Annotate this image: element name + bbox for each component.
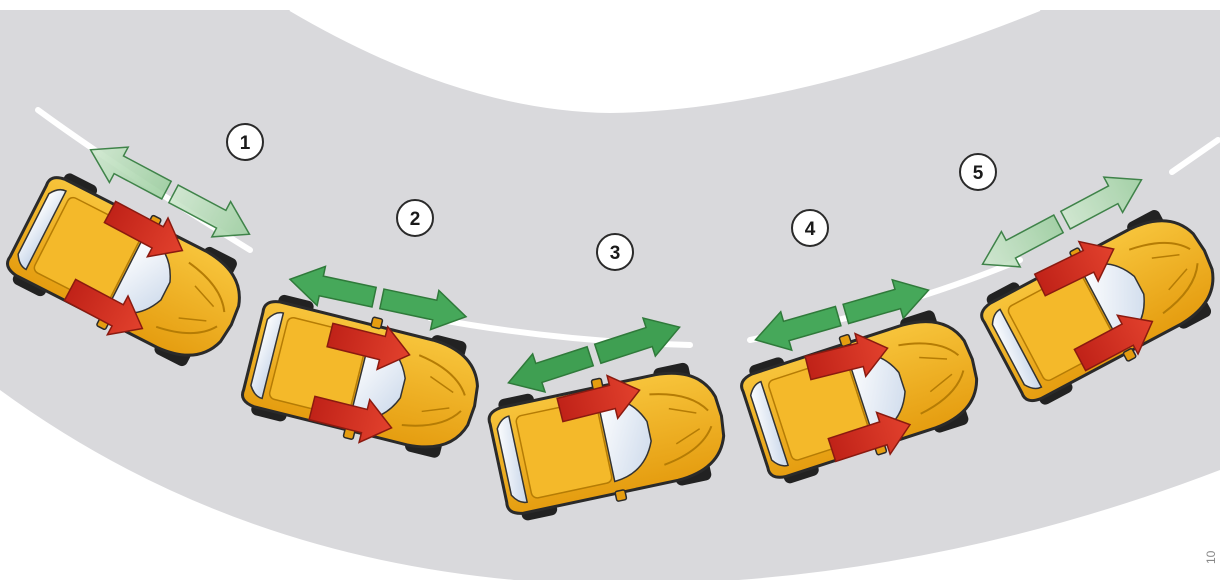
step-marker-2: 2 — [397, 200, 433, 236]
step-marker-3: 3 — [597, 234, 633, 270]
step-label-3: 3 — [610, 243, 621, 264]
step-label-4: 4 — [805, 219, 816, 240]
step-label-2: 2 — [410, 209, 421, 230]
step-label-5: 5 — [973, 163, 984, 184]
step-marker-4: 4 — [792, 210, 828, 246]
figure-number: 10 — [1204, 540, 1218, 574]
step-marker-1: 1 — [227, 124, 263, 160]
step-marker-5: 5 — [960, 154, 996, 190]
step-label-1: 1 — [240, 133, 251, 154]
